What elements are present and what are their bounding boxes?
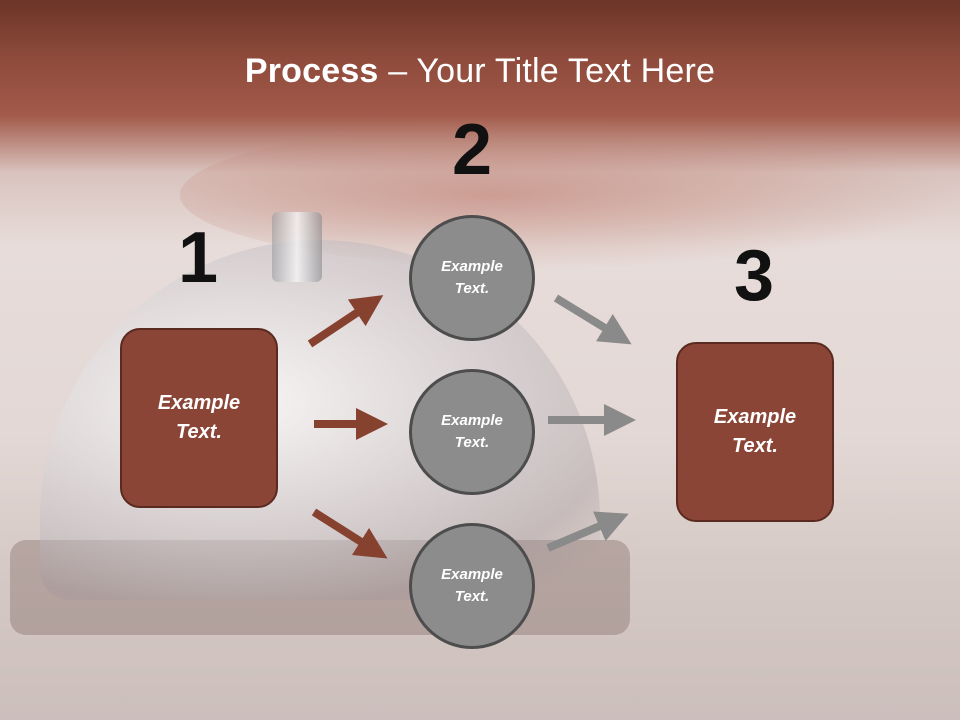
process-circle-2: Example Text.	[409, 369, 535, 495]
arrow-circle1-to-box3	[553, 294, 632, 345]
circle3-text-line2: Text.	[454, 588, 490, 605]
circle1-text-line1: Example	[441, 257, 503, 275]
arrow-circle3-to-box3	[546, 511, 629, 552]
box3-text-line2: Text.	[732, 435, 778, 457]
slide-title: Process – Your Title Text Here	[0, 52, 960, 91]
step-number-1: 1	[177, 218, 219, 298]
title-bold: Process	[244, 52, 379, 90]
circle3-text-line1: Example	[441, 565, 503, 583]
circle2-text-line1: Example	[441, 411, 503, 429]
process-circle-1: Example Text.	[409, 215, 535, 341]
title-rest: – Your Title Text Here	[378, 52, 716, 90]
arrow-box1-to-circle3	[311, 508, 388, 559]
process-box-step1: Example Text.	[120, 328, 278, 508]
arrow-box1-to-circle1	[307, 295, 384, 348]
process-circle-3: Example Text.	[409, 523, 535, 649]
step-number-3: 3	[733, 236, 775, 316]
circle1-text-line2: Text.	[454, 280, 490, 297]
box1-text-line2: Text.	[176, 421, 222, 443]
background-bell-stem	[272, 212, 322, 282]
box3-text-line1: Example	[713, 406, 797, 428]
process-box-step3: Example Text.	[676, 342, 834, 522]
box1-text-line1: Example	[157, 392, 241, 414]
step-number-2: 2	[451, 110, 493, 190]
circle2-text-line2: Text.	[454, 434, 490, 451]
